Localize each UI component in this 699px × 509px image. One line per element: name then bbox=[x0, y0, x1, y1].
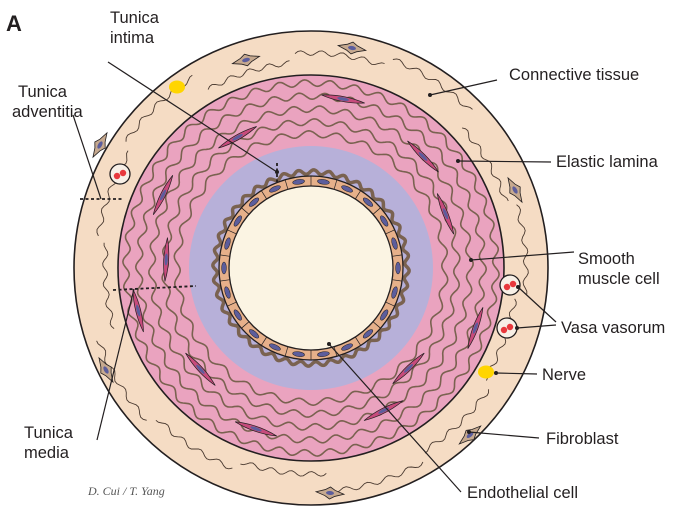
endothelial-nucleus bbox=[222, 262, 227, 274]
label-smooth-muscle-cell: Smooth muscle cell bbox=[578, 250, 660, 288]
vasa-vasorum-vessel bbox=[497, 318, 517, 338]
label-tunica-media: Tunica media bbox=[24, 424, 78, 462]
label-tunica-intima: Tunica intima bbox=[110, 9, 164, 47]
label-elastic-lamina: Elastic lamina bbox=[556, 153, 659, 171]
label-connective-tissue: Connective tissue bbox=[509, 66, 639, 84]
vasa-vasorum-vessel bbox=[500, 275, 520, 295]
nerve-icon bbox=[478, 366, 494, 379]
vasa-vasorum-vessel bbox=[110, 164, 130, 184]
lumen bbox=[229, 186, 393, 350]
label-nerve: Nerve bbox=[542, 366, 586, 384]
nerve-icon bbox=[169, 81, 185, 94]
label-endothelial-cell: Endothelial cell bbox=[467, 484, 578, 502]
label-vasa-vasorum: Vasa vasorum bbox=[561, 319, 665, 337]
author-signature: D. Cui / T. Yang bbox=[87, 484, 165, 498]
label-tunica-adventitia: Tunica adventitia bbox=[12, 83, 83, 121]
endothelial-nucleus bbox=[396, 262, 401, 274]
panel-label: A bbox=[6, 11, 22, 36]
label-fibroblast: Fibroblast bbox=[546, 430, 619, 448]
